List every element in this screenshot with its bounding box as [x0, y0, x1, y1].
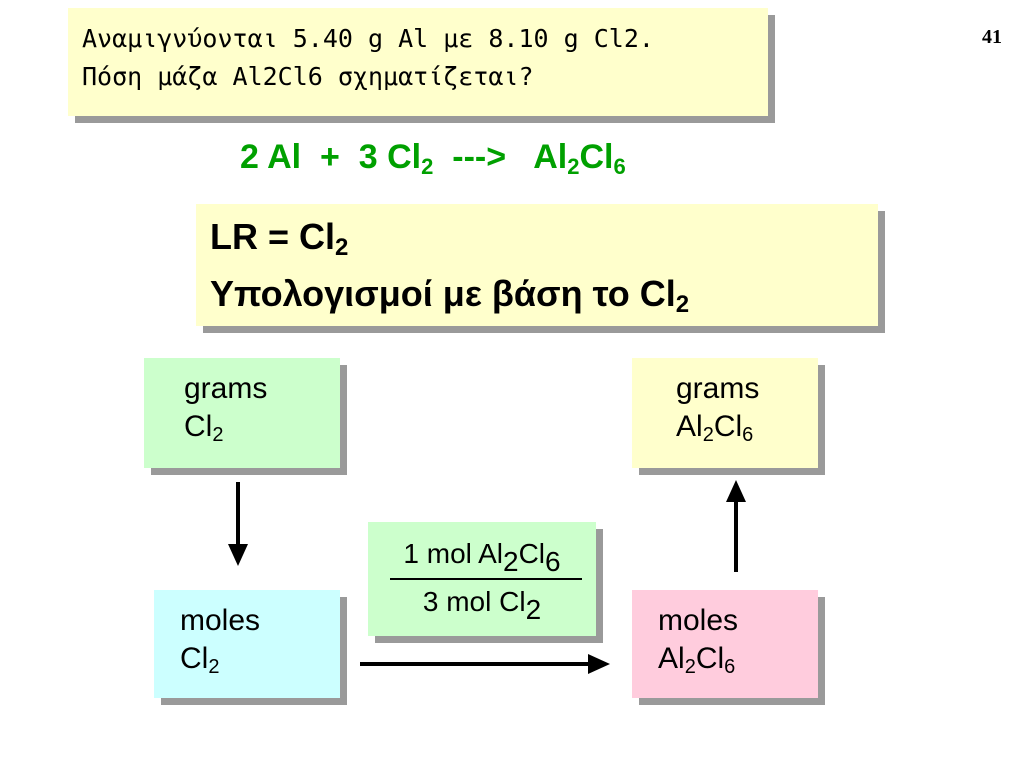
mole-ratio-factor-box: 1 mol Al2Cl6 3 mol Cl2 [368, 522, 596, 636]
arrow-down-icon [228, 482, 248, 566]
limiting-reagent-text: LR = Cl [210, 216, 336, 257]
grams-cl2-box: grams Cl2 [144, 358, 340, 468]
calculation-basis-line: Υπολογισμοί με βάση το Cl2 [210, 271, 878, 328]
equation-product-al: Al [533, 138, 568, 176]
limiting-reagent-line: LR = Cl2 [210, 214, 878, 271]
moles-al2cl6-species: Al2Cl6 [658, 642, 736, 678]
factor-numerator: 1 mol Al2Cl6 [403, 538, 561, 577]
chemical-equation: 2 Al + 3 Cl2 ---> Al2Cl6 [240, 138, 780, 180]
moles-al2cl6-label: moles [658, 604, 739, 637]
problem-line-2: Πόση μάζα Al2Cl6 σχηματίζεται? [82, 62, 534, 91]
moles-cl2-label: moles [180, 604, 261, 637]
arrow-right-icon [360, 654, 610, 674]
equation-cl-subscript: 2 [421, 154, 434, 179]
grams-cl2-species: Cl2 [184, 410, 224, 446]
moles-cl2-box: moles Cl2 [154, 590, 340, 698]
slide-number: 41 [982, 26, 1002, 48]
calculation-basis-subscript: 2 [675, 291, 690, 318]
calculation-basis-text: Υπολογισμοί με βάση το Cl [210, 273, 676, 314]
equation-reactant-cl: 3 Cl [358, 138, 422, 176]
grams-cl2-label: grams [184, 372, 268, 405]
fraction-bar [390, 578, 582, 580]
grams-al2cl6-label: grams [676, 372, 760, 405]
equation-arrow: ---> [452, 138, 507, 176]
moles-cl2-species: Cl2 [180, 642, 220, 678]
arrow-up-icon [726, 480, 746, 572]
grams-al2cl6-species: Al2Cl6 [676, 410, 754, 446]
problem-line-1: Αναμιγνύονται 5.40 g Al με 8.10 g Cl2. [82, 24, 654, 53]
grams-al2cl6-box: grams Al2Cl6 [632, 358, 818, 468]
equation-reactant-al: 2 Al [240, 138, 302, 176]
equation-plus: + [320, 138, 340, 176]
limiting-reagent-box: LR = Cl2 Υπολογισμοί με βάση το Cl2 [196, 204, 878, 326]
equation-product-cl-subscript: 6 [613, 154, 626, 179]
equation-product-cl: Cl [579, 138, 614, 176]
limiting-reagent-subscript: 2 [335, 234, 349, 261]
problem-statement-box: Αναμιγνύονται 5.40 g Al με 8.10 g Cl2. Π… [68, 8, 768, 116]
equation-product-al-subscript: 2 [567, 154, 580, 179]
moles-al2cl6-box: moles Al2Cl6 [632, 590, 818, 698]
factor-denominator: 3 mol Cl2 [422, 586, 542, 625]
